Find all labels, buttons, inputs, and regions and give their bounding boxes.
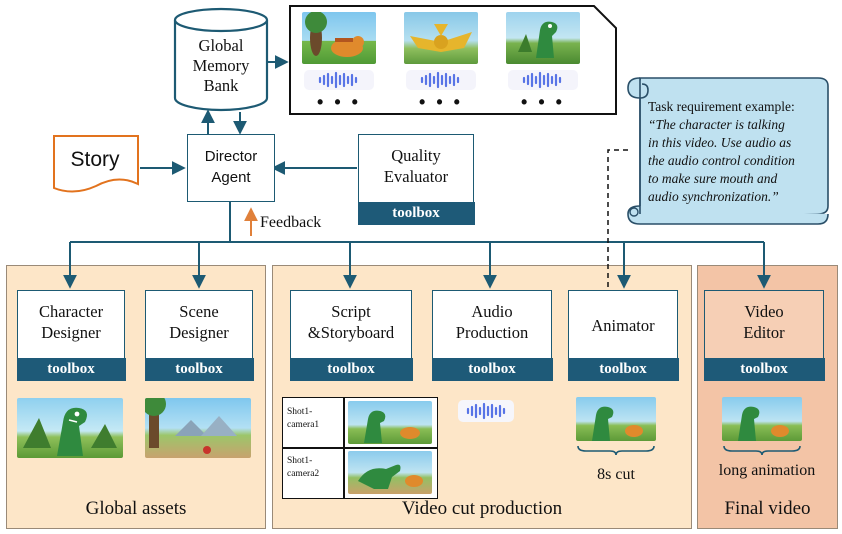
editor-line2: Editor: [743, 323, 785, 342]
memory-ellipsis-3: • • •: [521, 92, 565, 112]
feedback-label: Feedback: [260, 214, 322, 231]
waveform-icon: [318, 71, 358, 89]
global-memory-bank: Global Memory Bank: [172, 6, 270, 112]
document-icon: [53, 135, 139, 193]
script-line2: &Storyboard: [307, 323, 395, 342]
storyboard-grid: Shot1- camera1 Shot1- camera2: [282, 397, 438, 499]
shot1-camera1-line1: Shot1-: [287, 407, 313, 417]
task-heading: Task requirement example:: [648, 99, 795, 114]
shot1-camera1-image: [348, 401, 432, 444]
script-toolbox: toolbox: [289, 357, 413, 381]
character-designer: Character Designer toolbox: [16, 290, 126, 381]
memory-thumb-1: [302, 12, 376, 64]
character-line2: Designer: [41, 323, 101, 342]
animator-line1: Animator: [591, 316, 655, 335]
video-cut-title: Video cut production: [401, 498, 563, 519]
task-quote-line5: audio synchronization.”: [648, 189, 779, 204]
character-asset-image: [17, 398, 123, 458]
director-line2: Agent: [211, 169, 251, 186]
task-quote-line2: in this video. Use audio as: [648, 135, 792, 150]
audio-output-chip: [458, 400, 514, 422]
editor-brace: [723, 445, 801, 456]
editor-output-image: [722, 397, 802, 441]
task-quote-line3: the audio control condition: [648, 153, 795, 168]
director-agent: Director Agent: [187, 134, 275, 202]
quality-line2: Evaluator: [383, 167, 449, 186]
script-line1: Script: [331, 302, 371, 321]
story-label: Story: [70, 148, 120, 171]
scene-toolbox: toolbox: [144, 357, 254, 381]
memory-thumb-2: [404, 12, 478, 64]
shot1-camera2-image: [348, 451, 432, 494]
memory-ellipsis-1: • • •: [317, 92, 361, 112]
character-toolbox: toolbox: [16, 357, 126, 381]
memory-audio-2: [406, 70, 476, 90]
memory-media-box: • • • • • • • • •: [288, 4, 618, 116]
database-icon: [173, 7, 269, 112]
animator-toolbox: toolbox: [567, 357, 679, 381]
animator-output-image: [576, 397, 656, 441]
scene-asset-image: [145, 398, 251, 458]
task-quote-line1: “The character is talking: [648, 117, 785, 132]
audio-production: Audio Production toolbox: [431, 290, 553, 381]
video-editor: Video Editor toolbox: [703, 290, 825, 381]
task-dashed-connector: [607, 149, 628, 268]
memory-bank-line3: Bank: [203, 76, 239, 95]
scroll-icon: [627, 77, 829, 225]
memory-audio-1: [304, 70, 374, 90]
scene-line2: Designer: [169, 323, 229, 342]
audio-line1: Audio: [471, 302, 513, 321]
editor-caption: long animation: [718, 462, 816, 479]
shot1-camera2-line2: camera2: [287, 469, 320, 479]
final-video-title: Final video: [724, 498, 811, 519]
waveform-icon: [420, 71, 460, 89]
quality-toolbox: toolbox: [357, 201, 475, 225]
story-document: Story: [52, 134, 142, 198]
animator: Animator toolbox: [567, 290, 679, 381]
editor-toolbox: toolbox: [703, 357, 825, 381]
editor-line1: Video: [744, 302, 784, 321]
animator-caption: 8s cut: [597, 466, 635, 483]
audio-line2: Production: [455, 323, 529, 342]
script-storyboard: Script &Storyboard toolbox: [289, 290, 413, 381]
waveform-icon: [522, 71, 562, 89]
director-line1: Director: [204, 148, 258, 165]
scene-designer: Scene Designer toolbox: [144, 290, 254, 381]
character-line1: Character: [38, 302, 104, 321]
memory-thumb-3: [506, 12, 580, 64]
audio-toolbox: toolbox: [431, 357, 553, 381]
memory-audio-3: [508, 70, 578, 90]
animator-brace: [577, 445, 655, 456]
global-assets-title: Global assets: [85, 498, 187, 519]
quality-line1: Quality: [391, 146, 441, 165]
memory-bank-line2: Memory: [192, 56, 250, 75]
shot1-camera2-line1: Shot1-: [287, 456, 313, 466]
quality-evaluator: Quality Evaluator toolbox: [357, 134, 475, 225]
memory-bank-line1: Global: [198, 36, 244, 55]
memory-ellipsis-2: • • •: [419, 92, 463, 112]
scene-line1: Scene: [179, 302, 219, 321]
shot1-camera1-line2: camera1: [287, 420, 320, 430]
task-quote-line4: to make sure mouth and: [648, 171, 778, 186]
task-requirement-scroll: Task requirement example: “The character…: [618, 68, 830, 226]
waveform-icon: [466, 402, 506, 420]
